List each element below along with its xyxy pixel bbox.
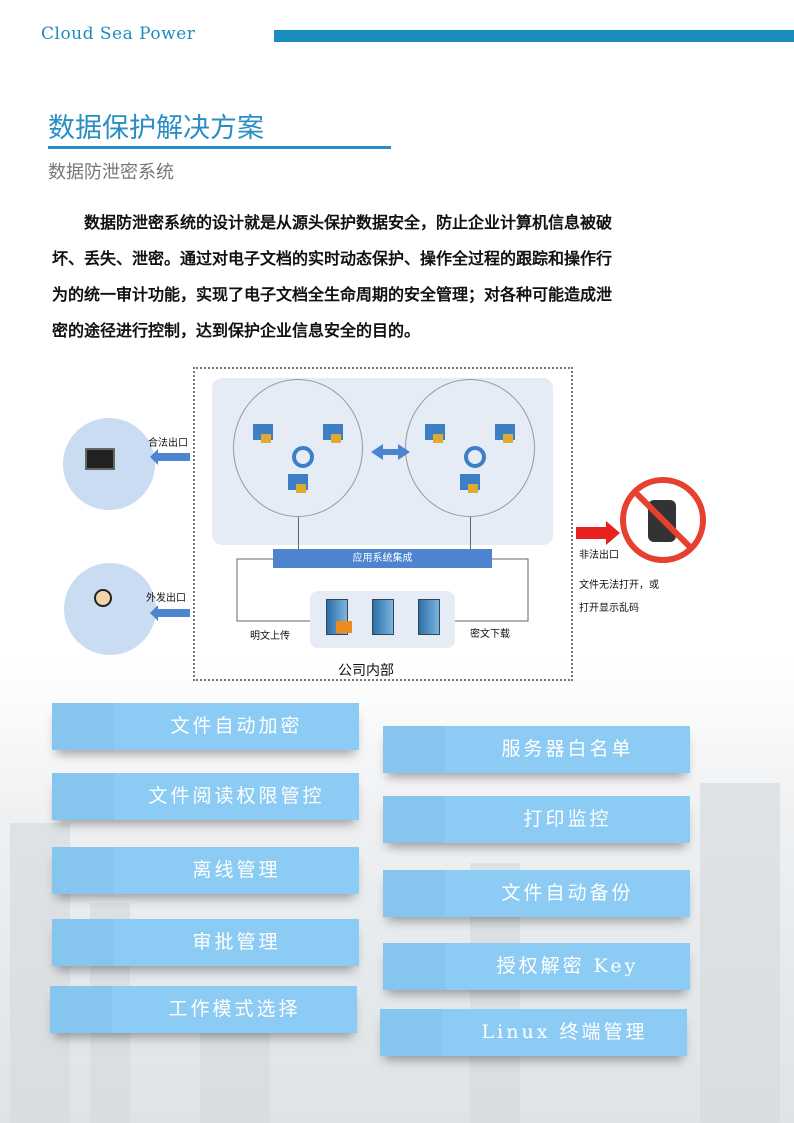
cipher-download-label: 密文下载	[470, 629, 510, 640]
paragraph-line: 密的途径进行控制，达到保护企业信息安全的目的。	[52, 321, 421, 340]
company-internal-label: 公司内部	[338, 663, 394, 679]
laptop-icon	[85, 448, 115, 470]
paragraph-line: 为的统一审计功能，实现了电子文档全生命周期的安全管理；对各种可能造成泄	[52, 285, 613, 304]
feature-server-whitelist: 服务器白名单	[383, 726, 690, 773]
intro-paragraph: 数据防泄密系统的设计就是从源头保护数据安全，防止企业计算机信息被破 坏、丢失、泄…	[52, 205, 720, 349]
paragraph-line: 数据防泄密系统的设计就是从源头保护数据安全，防止企业计算机信息被破	[52, 213, 613, 232]
left-arrow-icon	[150, 605, 190, 621]
feature-label: 文件自动加密	[170, 715, 303, 737]
integration-band: 应用系统集成	[273, 549, 492, 568]
laptop-endpoint	[63, 418, 155, 510]
feature-label: 审批管理	[192, 931, 281, 953]
brand-logo: Cloud Sea Power	[41, 24, 196, 44]
external-user-endpoint	[64, 563, 156, 655]
feature-label: 工作模式选择	[168, 998, 301, 1020]
feature-approval-management: 审批管理	[52, 919, 359, 966]
folder-icon	[336, 621, 352, 633]
feature-decrypt-key: 授权解密 Key	[383, 943, 690, 990]
feature-label: 文件自动备份	[501, 882, 634, 904]
server-icon	[372, 599, 394, 635]
feature-label: 服务器白名单	[501, 738, 634, 760]
title-divider	[48, 146, 391, 149]
page-title: 数据保护解决方案	[48, 113, 264, 144]
server-icon	[418, 599, 440, 635]
feature-label: Linux 终端管理	[481, 1021, 648, 1043]
flow-lines	[236, 558, 529, 622]
illegal-exit-label: 非法出口	[579, 550, 619, 561]
feature-auto-encrypt: 文件自动加密	[52, 703, 359, 750]
feature-print-monitor: 打印监控	[383, 796, 690, 843]
client-group-right	[405, 379, 535, 517]
page-subtitle: 数据防泄密系统	[48, 162, 174, 183]
header-bar	[274, 30, 794, 42]
connector	[298, 517, 299, 549]
client-group-left	[233, 379, 363, 517]
person-icon	[94, 589, 112, 607]
feature-label: 文件阅读权限管控	[148, 785, 325, 807]
plain-upload-label: 明文上传	[250, 631, 290, 642]
feature-label: 打印监控	[523, 808, 612, 830]
connector	[470, 517, 471, 549]
outgoing-exit-label: 外发出口	[146, 593, 186, 604]
feature-label: 授权解密 Key	[496, 955, 639, 977]
illegal-note: 文件无法打开，或	[579, 580, 659, 591]
feature-work-mode: 工作模式选择	[50, 986, 357, 1033]
feature-label: 离线管理	[192, 859, 281, 881]
computer-user-icons	[253, 424, 515, 493]
red-arrow-icon	[576, 527, 608, 539]
feature-read-permission: 文件阅读权限管控	[52, 773, 359, 820]
feature-auto-backup: 文件自动备份	[383, 870, 690, 917]
feature-linux-terminal: Linux 终端管理	[380, 1009, 687, 1056]
left-arrow-icon	[150, 449, 190, 465]
server-panel	[310, 591, 455, 648]
company-boundary	[193, 367, 573, 681]
legal-exit-label: 合法出口	[148, 438, 188, 449]
illegal-exit-graphic	[576, 477, 706, 563]
illegal-note: 打开显示乱码	[579, 603, 639, 614]
feature-offline-management: 离线管理	[52, 847, 359, 894]
paragraph-line: 坏、丢失、泄密。通过对电子文档的实时动态保护、操作全过程的跟踪和操作行	[52, 249, 613, 268]
